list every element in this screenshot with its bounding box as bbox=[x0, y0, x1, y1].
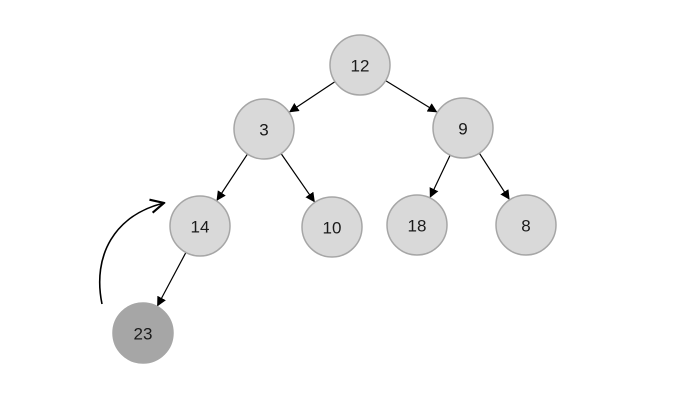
edge-n12-n9 bbox=[385, 80, 438, 113]
edge-n12-n3 bbox=[288, 81, 336, 113]
node-label: 23 bbox=[134, 325, 153, 344]
edge-n3-n10 bbox=[280, 153, 315, 203]
swap-arrow bbox=[98, 203, 164, 305]
node-circle bbox=[432, 97, 494, 159]
node-circle bbox=[329, 34, 391, 96]
edge-n9-n18 bbox=[429, 154, 451, 198]
tree-node-9: 9 bbox=[432, 97, 494, 159]
node-label: 18 bbox=[408, 217, 427, 236]
tree-node-10: 10 bbox=[301, 196, 363, 258]
tree-nodes: 12 3 9 14 10 18 8 23 bbox=[112, 34, 557, 364]
node-label: 14 bbox=[191, 218, 210, 237]
tree-node-3: 3 bbox=[233, 98, 295, 160]
node-label: 12 bbox=[351, 57, 370, 76]
node-circle bbox=[301, 196, 363, 258]
node-label: 9 bbox=[458, 120, 467, 139]
swap-arrow-curve bbox=[98, 203, 164, 305]
tree-node-8: 8 bbox=[495, 194, 557, 256]
node-circle bbox=[112, 302, 174, 364]
tree-node-18: 18 bbox=[386, 194, 448, 256]
tree-edges bbox=[157, 80, 510, 307]
node-circle bbox=[386, 194, 448, 256]
node-circle bbox=[169, 195, 231, 257]
edge-n14-n23 bbox=[157, 252, 187, 307]
node-label: 8 bbox=[521, 217, 530, 236]
tree-node-23: 23 bbox=[112, 302, 174, 364]
tree-node-12: 12 bbox=[329, 34, 391, 96]
node-label: 10 bbox=[323, 219, 342, 238]
edge-n3-n14 bbox=[216, 153, 248, 201]
edge-n9-n8 bbox=[478, 152, 510, 200]
node-circle bbox=[233, 98, 295, 160]
node-circle bbox=[495, 194, 557, 256]
node-label: 3 bbox=[259, 121, 268, 140]
tree-node-14: 14 bbox=[169, 195, 231, 257]
